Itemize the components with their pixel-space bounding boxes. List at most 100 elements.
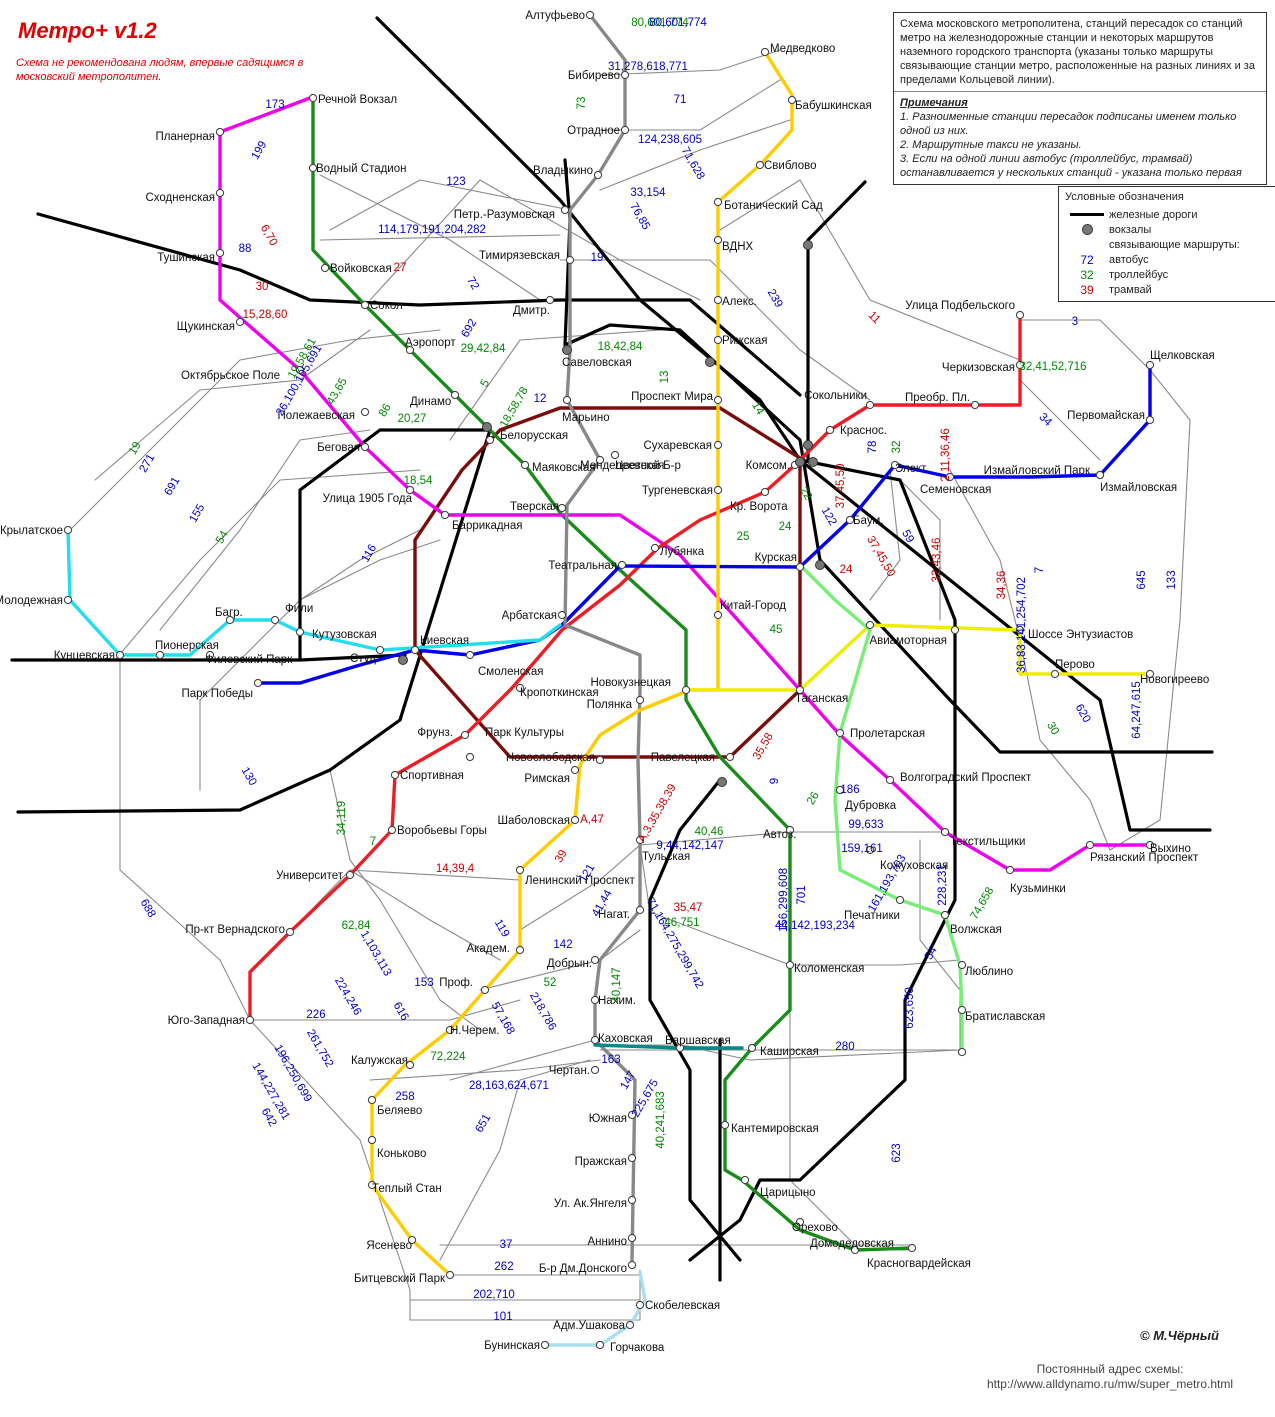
station-dot[interactable] (590, 995, 600, 1005)
station-dot[interactable] (390, 770, 400, 780)
station-dot[interactable] (785, 960, 795, 970)
station-dot[interactable] (620, 70, 630, 80)
station-dot[interactable] (215, 188, 225, 198)
station-dot[interactable] (681, 685, 691, 695)
railway-station-dot[interactable] (803, 440, 813, 450)
station-dot[interactable] (635, 905, 645, 915)
station-dot[interactable] (850, 1245, 860, 1255)
station-dot[interactable] (675, 1043, 685, 1053)
station-dot[interactable] (625, 1320, 635, 1330)
station-dot[interactable] (445, 1025, 455, 1035)
station-dot[interactable] (713, 235, 723, 245)
station-dot[interactable] (635, 835, 645, 845)
station-dot[interactable] (865, 620, 875, 630)
station-dot[interactable] (940, 827, 950, 837)
station-dot[interactable] (635, 695, 645, 705)
station-dot[interactable] (1050, 669, 1060, 679)
station-dot[interactable] (627, 1233, 637, 1243)
station-dot[interactable] (440, 510, 450, 520)
station-dot[interactable] (367, 1135, 377, 1145)
station-dot[interactable] (627, 1195, 637, 1205)
station-dot[interactable] (593, 170, 603, 180)
station-dot[interactable] (795, 685, 805, 695)
railway-station-dot[interactable] (717, 777, 727, 787)
station-dot[interactable] (450, 390, 460, 400)
railway-station-dot[interactable] (562, 345, 572, 355)
station-dot[interactable] (1005, 865, 1015, 875)
station-dot[interactable] (245, 1015, 255, 1025)
station-dot[interactable] (405, 1060, 415, 1070)
station-dot[interactable] (515, 865, 525, 875)
railway-station-dot[interactable] (815, 560, 825, 570)
station-dot[interactable] (950, 625, 960, 635)
station-dot[interactable] (627, 1153, 637, 1163)
station-dot[interactable] (1015, 360, 1025, 370)
station-dot[interactable] (63, 525, 73, 535)
station-dot[interactable] (225, 615, 235, 625)
station-dot[interactable] (557, 610, 567, 620)
station-dot[interactable] (215, 248, 225, 258)
station-dot[interactable] (320, 263, 330, 273)
station-dot[interactable] (895, 895, 905, 905)
station-dot[interactable] (885, 775, 895, 785)
station-dot[interactable] (787, 95, 797, 105)
station-dot[interactable] (713, 610, 723, 620)
station-dot[interactable] (253, 678, 263, 688)
station-dot[interactable] (215, 127, 225, 137)
station-dot[interactable] (460, 730, 470, 740)
station-dot[interactable] (545, 295, 555, 305)
station-dot[interactable] (1095, 470, 1105, 480)
station-dot[interactable] (785, 825, 795, 835)
station-dot[interactable] (565, 255, 575, 265)
station-dot[interactable] (907, 1243, 917, 1253)
station-dot[interactable] (387, 825, 397, 835)
station-dot[interactable] (1015, 310, 1025, 320)
station-dot[interactable] (63, 595, 73, 605)
station-dot[interactable] (725, 752, 735, 762)
station-dot[interactable] (585, 10, 595, 20)
station-dot[interactable] (713, 197, 723, 207)
station-dot[interactable] (590, 955, 600, 965)
station-dot[interactable] (205, 650, 215, 660)
station-dot[interactable] (360, 407, 370, 417)
station-dot[interactable] (465, 650, 475, 660)
station-dot[interactable] (465, 752, 475, 762)
station-dot[interactable] (590, 1035, 600, 1045)
station-dot[interactable] (865, 845, 875, 855)
station-dot[interactable] (235, 317, 245, 327)
station-dot[interactable] (595, 455, 605, 465)
station-dot[interactable] (720, 1120, 730, 1130)
station-dot[interactable] (617, 560, 627, 570)
station-dot[interactable] (360, 442, 370, 452)
railway-station-dot[interactable] (803, 240, 813, 250)
station-dot[interactable] (570, 765, 580, 775)
railway-station-dot[interactable] (705, 357, 715, 367)
station-dot[interactable] (410, 645, 420, 655)
station-dot[interactable] (795, 562, 805, 572)
station-dot[interactable] (1085, 840, 1095, 850)
station-dot[interactable] (1145, 669, 1155, 679)
station-dot[interactable] (595, 755, 605, 765)
station-dot[interactable] (713, 335, 723, 345)
station-dot[interactable] (345, 870, 355, 880)
station-dot[interactable] (515, 945, 525, 955)
station-dot[interactable] (590, 1065, 600, 1075)
railway-station-dot[interactable] (482, 422, 492, 432)
station-dot[interactable] (755, 160, 765, 170)
station-dot[interactable] (115, 650, 125, 660)
railway-station-dot[interactable] (398, 655, 408, 665)
station-dot[interactable] (713, 485, 723, 495)
station-dot[interactable] (1145, 415, 1155, 425)
station-dot[interactable] (957, 1005, 967, 1015)
station-dot[interactable] (945, 472, 955, 482)
station-dot[interactable] (308, 163, 318, 173)
station-dot[interactable] (295, 627, 305, 637)
station-dot[interactable] (627, 1110, 637, 1120)
station-dot[interactable] (557, 503, 567, 513)
station-dot[interactable] (308, 93, 318, 103)
station-dot[interactable] (595, 1340, 605, 1350)
station-dot[interactable] (795, 1217, 805, 1227)
station-dot[interactable] (835, 728, 845, 738)
station-dot[interactable] (155, 650, 165, 660)
station-dot[interactable] (635, 1300, 645, 1310)
